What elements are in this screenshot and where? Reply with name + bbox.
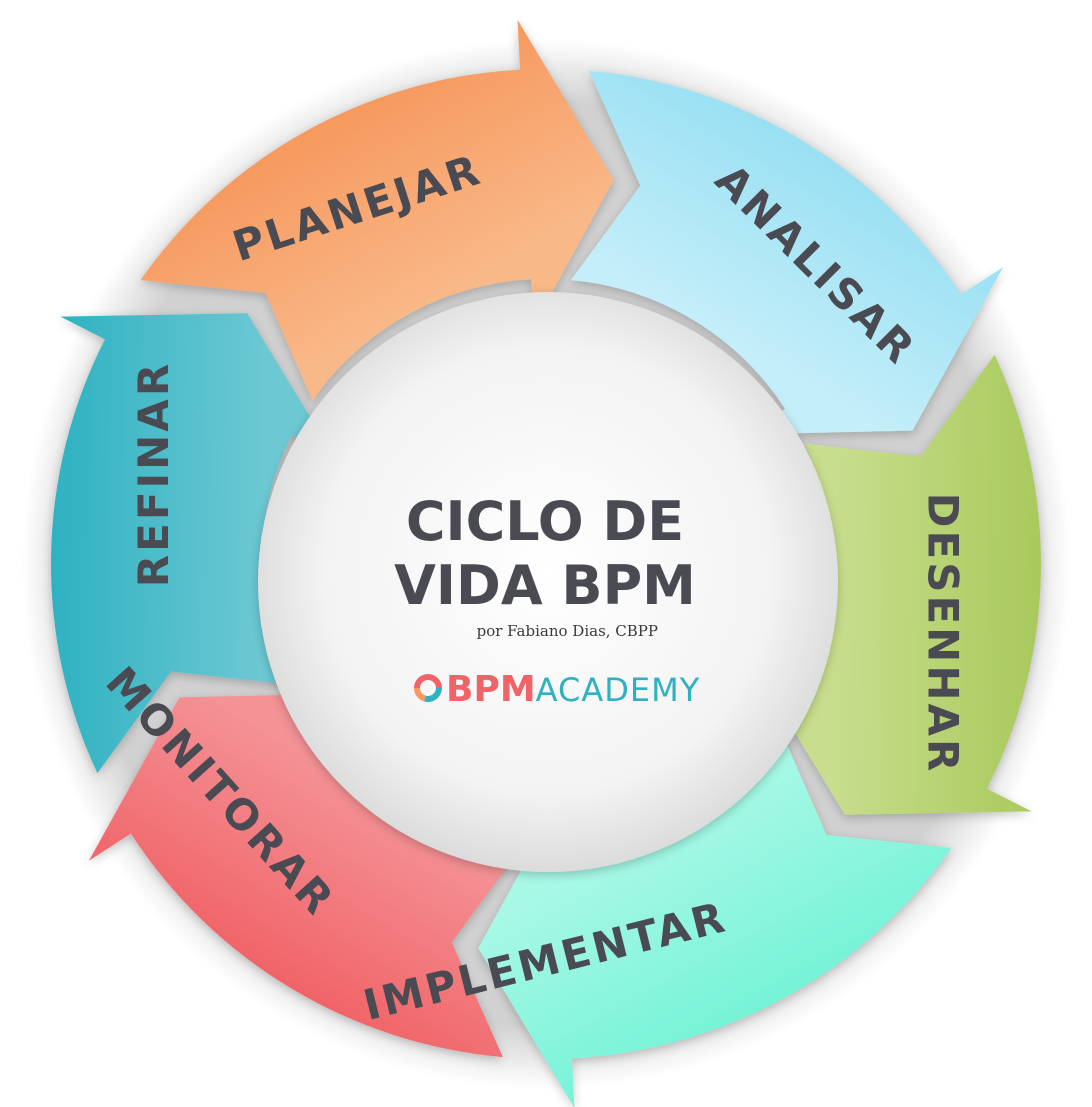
stage-label-refinar: REFINAR [129,361,178,587]
arrow-refinar [51,313,334,774]
arrow-analisar [570,70,1004,435]
diagram-title-line-1: CICLO DE [406,490,684,553]
arrow-monitorar [88,693,522,1058]
logo-text: BPMACADEMY [446,669,700,710]
center-disc [258,292,838,872]
bpm-academy-logo: BPMACADEMY [414,669,700,710]
author-credit: por Fabiano Dias, CBPP [477,622,658,640]
stage-label-desenhar: DESENHAR [918,493,967,775]
stage-arrows [51,19,1041,1107]
arrow-implementar [478,727,952,1107]
arrow-planejar [140,19,614,401]
diagram-title-line-2: VIDA BPM [394,554,696,617]
logo-mark-icon [414,674,442,702]
arrow-desenhar [758,354,1041,815]
